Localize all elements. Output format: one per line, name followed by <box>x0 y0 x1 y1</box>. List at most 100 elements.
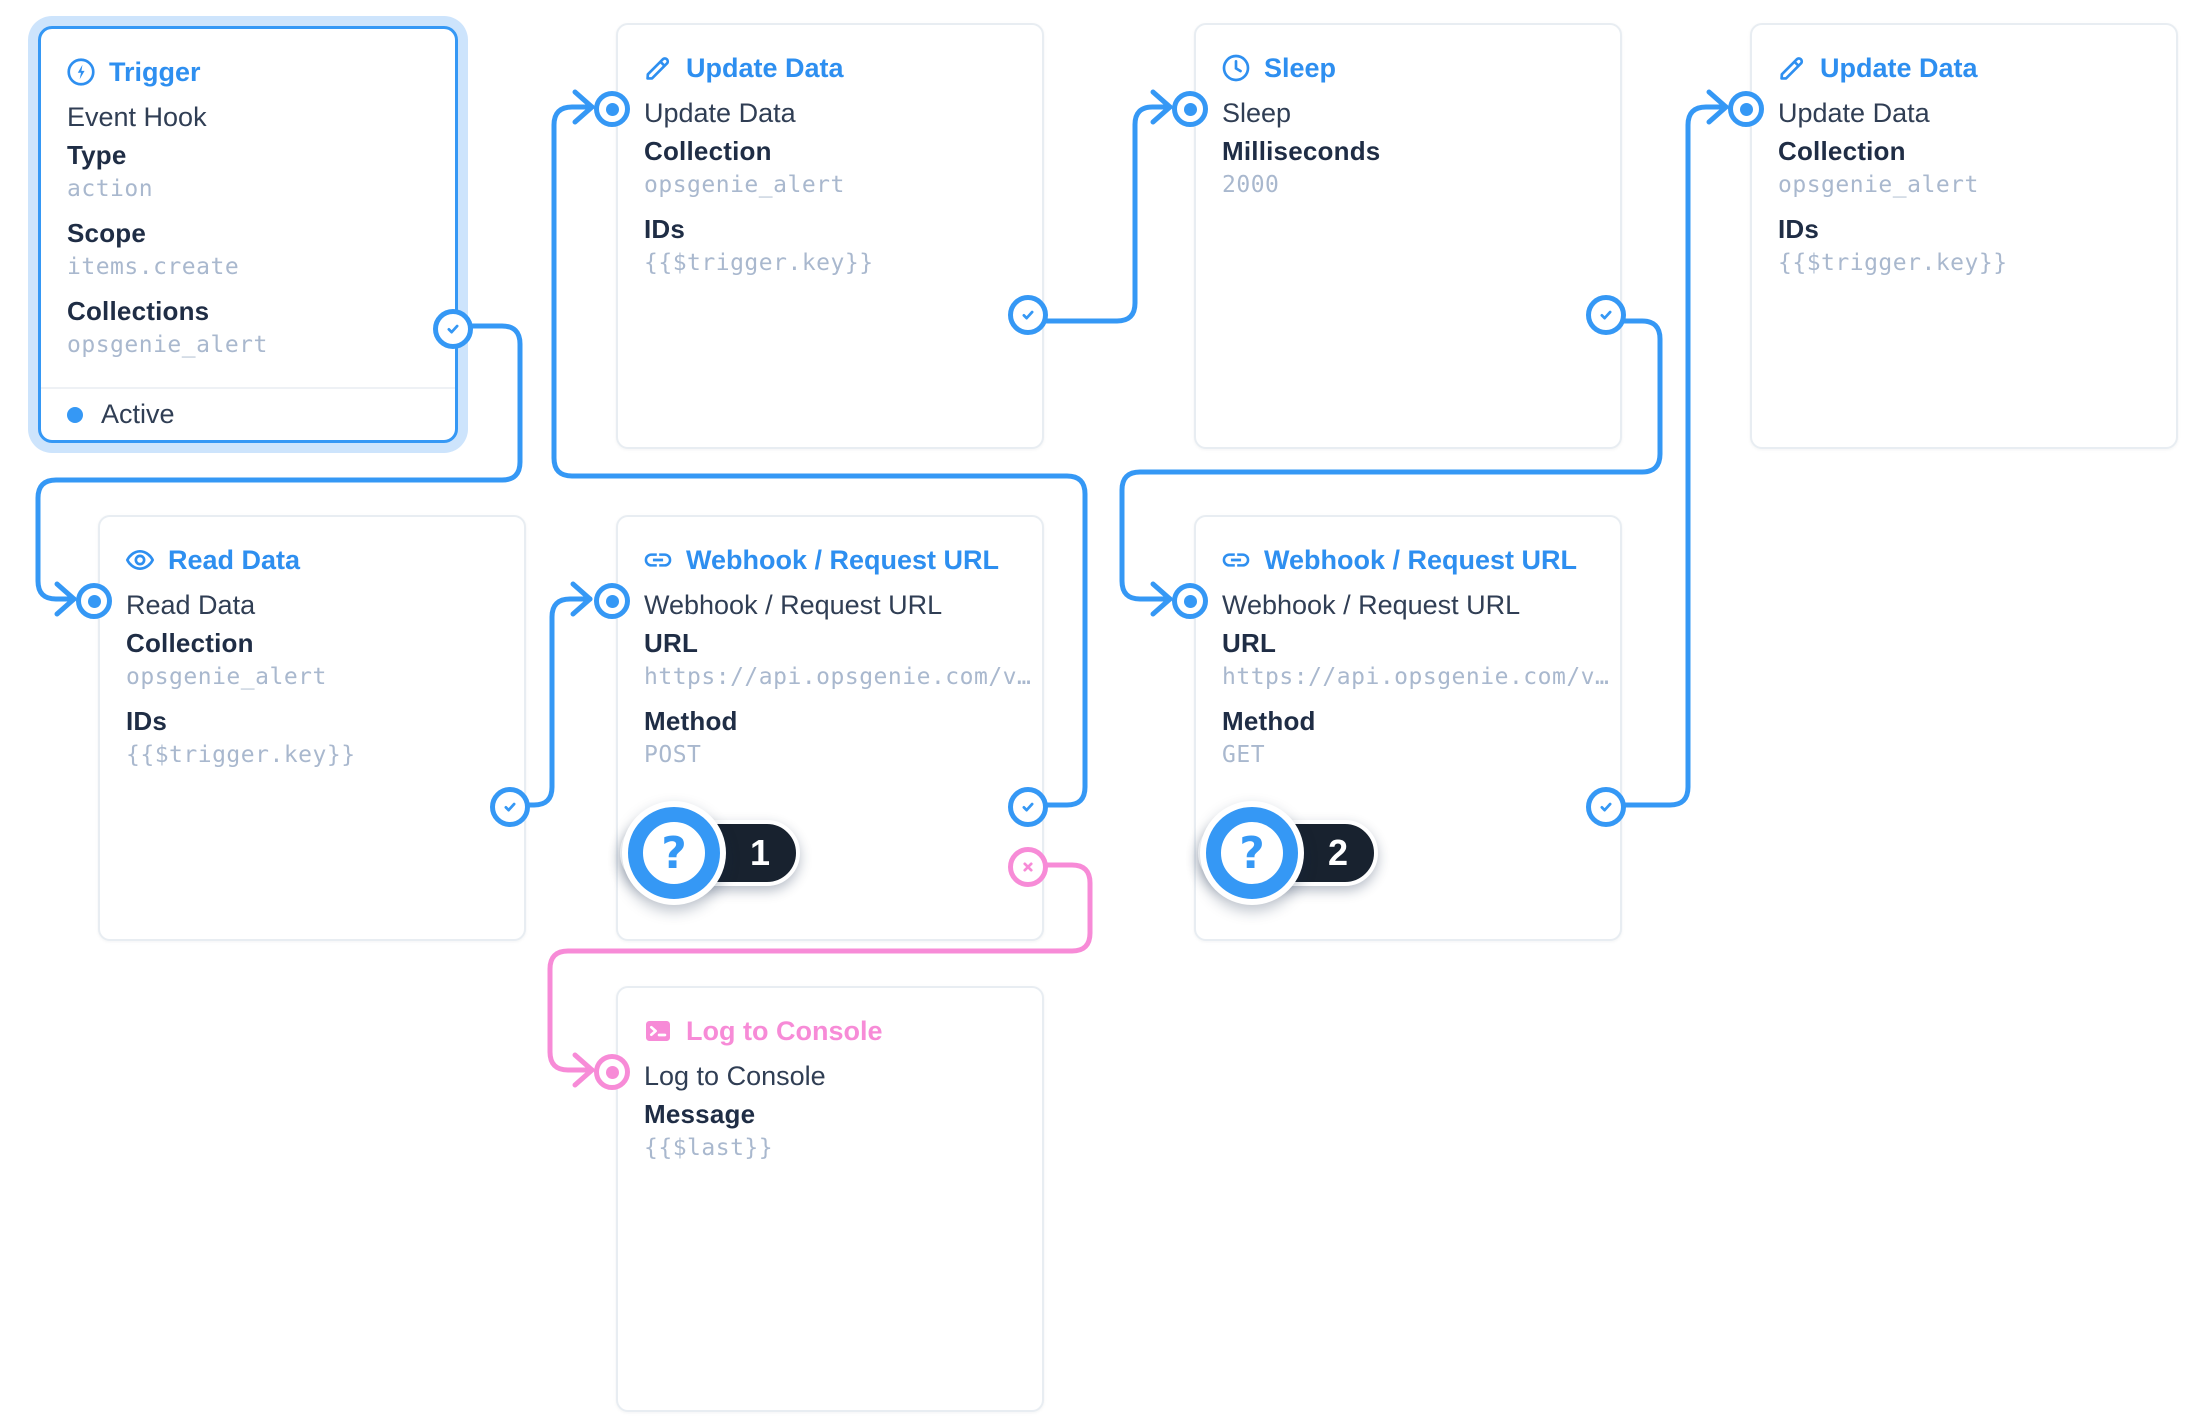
arrowhead-icon <box>572 89 595 125</box>
status-label: Active <box>101 399 175 429</box>
node-field: Scope items.create <box>67 216 431 284</box>
edge-webhook_2-resolve-to-update_data_2 <box>1605 104 1729 808</box>
resolve-port-check-icon[interactable] <box>490 787 530 827</box>
field-label: URL <box>644 628 699 658</box>
trigger-status-footer: Active <box>41 387 455 440</box>
field-label: Collection <box>126 628 254 658</box>
field-label: Message <box>644 1099 756 1129</box>
bolt-icon <box>65 56 97 88</box>
badge-count: 1 <box>749 832 770 873</box>
node-header: Trigger <box>65 55 431 89</box>
resolve-port-check-icon[interactable] <box>433 309 473 349</box>
input-port[interactable] <box>1172 91 1208 127</box>
field-value: items.create <box>67 254 240 280</box>
field-value: opsgenie_alert <box>1778 172 1979 198</box>
field-value: action <box>67 176 154 202</box>
pencil-icon <box>642 52 674 84</box>
node-header: Update Data <box>1776 51 2152 85</box>
field-value: POST <box>644 742 702 768</box>
resolve-port-check-icon[interactable] <box>1586 295 1626 335</box>
node-field: Type action <box>67 138 431 206</box>
input-port[interactable] <box>1728 91 1764 127</box>
edge-read_data-resolve-to-webhook_1 <box>509 596 593 808</box>
arrowhead-icon <box>1706 89 1729 125</box>
question-mark-badge: ? <box>1200 801 1304 905</box>
field-value: opsgenie_alert <box>67 332 268 358</box>
reject-port-x-icon[interactable] <box>1008 847 1048 887</box>
node-field: IDs{{$trigger.key}} <box>1778 212 2152 280</box>
question-mark-glyph: ? <box>661 827 687 879</box>
node-operation-name: Event Hook <box>67 102 207 132</box>
field-label: Method <box>644 706 738 736</box>
node-field: Milliseconds 2000 <box>1222 134 1596 202</box>
node-title: Webhook / Request URL <box>1264 545 1578 575</box>
node-header: Webhook / Request URL <box>642 543 1018 577</box>
flow-node-webhook_2[interactable]: Webhook / Request URL Webhook / Request U… <box>1172 515 1626 941</box>
node-header: Webhook / Request URL <box>1220 543 1596 577</box>
link-icon <box>1220 544 1252 576</box>
node-operation-name: Update Data <box>644 98 796 128</box>
node-operation-name: Webhook / Request URL <box>1222 590 1521 620</box>
eye-icon <box>124 544 156 576</box>
node-field: Message{{$last}} <box>644 1097 1018 1165</box>
node-operation-name: Update Data <box>1778 98 1930 128</box>
node-operation-name: Log to Console <box>644 1061 826 1091</box>
input-port[interactable] <box>76 583 112 619</box>
input-port[interactable] <box>594 91 630 127</box>
field-label: Method <box>1222 706 1316 736</box>
node-title: Sleep <box>1264 53 1337 83</box>
arrowhead-icon <box>570 581 593 617</box>
field-value: https://api.opsgenie.com/v… <box>644 664 1032 690</box>
question-mark-badge: ? <box>622 801 726 905</box>
field-label: Collection <box>644 136 772 166</box>
arrowhead-icon <box>54 581 77 617</box>
field-label: Scope <box>67 218 147 248</box>
edge-update_data_1-resolve-to-sleep <box>1027 104 1173 324</box>
resolve-port-check-icon[interactable] <box>1008 295 1048 335</box>
field-value: 2000 <box>1222 172 1280 198</box>
terminal-icon <box>642 1015 674 1047</box>
node-title: Update Data <box>686 53 844 83</box>
input-port[interactable] <box>1172 583 1208 619</box>
field-value: {{$trigger.key}} <box>644 250 874 276</box>
node-field: Collection opsgenie_alert <box>126 626 500 694</box>
input-port[interactable] <box>594 583 630 619</box>
edge-trigger-resolve-to-read_data <box>35 323 523 602</box>
field-label: Type <box>67 140 127 170</box>
input-port[interactable] <box>594 1054 630 1090</box>
field-label: Milliseconds <box>1222 136 1381 166</box>
field-value: opsgenie_alert <box>126 664 327 690</box>
node-header: Update Data <box>642 51 1018 85</box>
node-title: Read Data <box>168 545 301 575</box>
node-title: Update Data <box>1820 53 1978 83</box>
field-value: GET <box>1222 742 1266 768</box>
node-field: IDs {{$trigger.key}} <box>644 212 1018 280</box>
field-label: IDs <box>126 706 168 736</box>
field-label: IDs <box>644 214 686 244</box>
edge-webhook_1-resolve-to-update_data_1 <box>551 104 1088 808</box>
resolve-port-check-icon[interactable] <box>1008 787 1048 827</box>
edge-sleep-resolve-to-webhook_2 <box>1119 318 1663 602</box>
question-mark-glyph: ? <box>1239 827 1265 879</box>
resolve-port-check-icon[interactable] <box>1586 787 1626 827</box>
field-label: URL <box>1222 628 1277 658</box>
arrowhead-icon <box>572 1052 595 1088</box>
arrowhead-icon <box>1150 581 1173 617</box>
field-value: {{$trigger.key}} <box>126 742 356 768</box>
arrowhead-icon <box>1150 89 1173 125</box>
node-header: Read Data <box>124 543 500 577</box>
